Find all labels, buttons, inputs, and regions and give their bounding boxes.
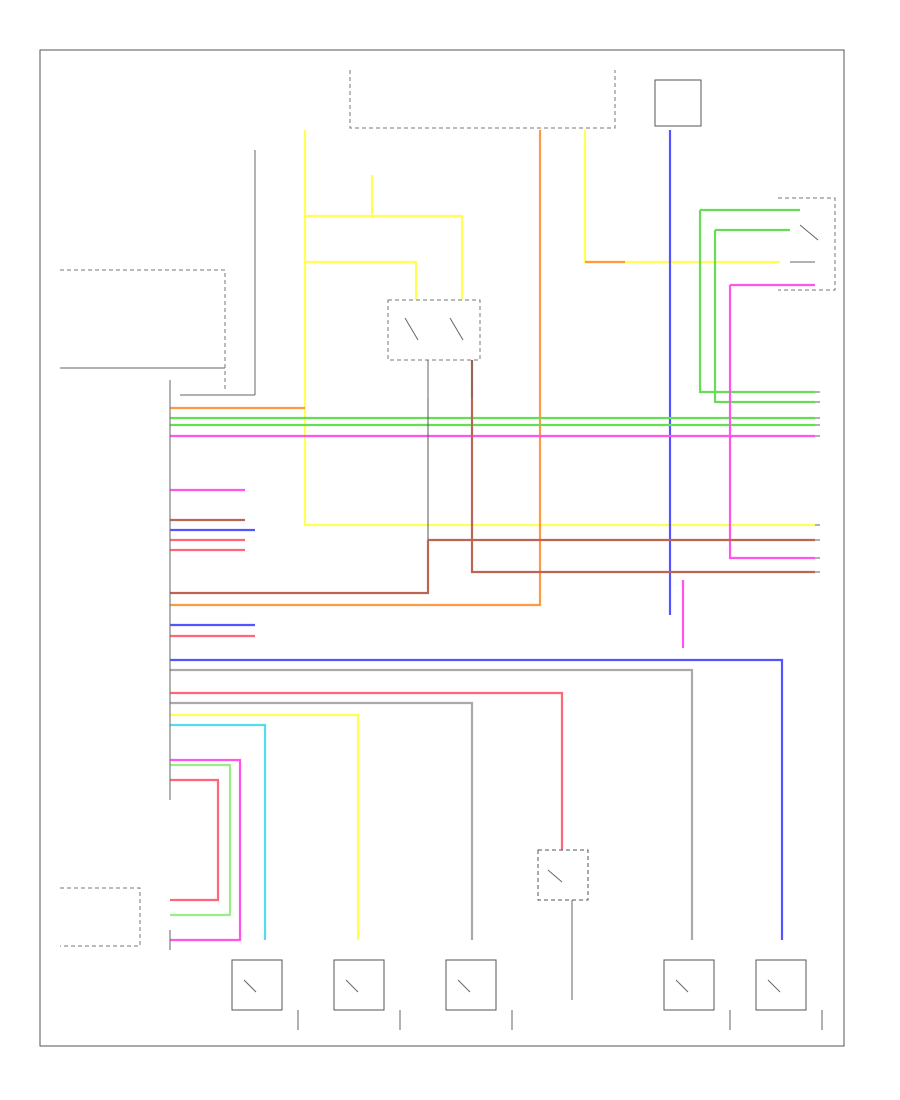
wire — [305, 260, 418, 300]
wire — [170, 778, 220, 902]
wire — [170, 658, 784, 940]
wire — [698, 210, 815, 394]
right-connector-ticks — [815, 391, 820, 573]
switch-assembly — [387, 299, 481, 398]
right-switch — [778, 197, 836, 291]
center-switch — [537, 849, 589, 1000]
wire — [303, 130, 815, 527]
wire — [170, 130, 542, 607]
wire-group — [170, 130, 815, 942]
wire — [170, 763, 232, 917]
wire — [305, 214, 464, 300]
wire — [713, 230, 815, 404]
diagram-frame — [39, 49, 845, 1047]
switch-box — [445, 959, 497, 1011]
wire — [470, 360, 815, 574]
wire — [170, 701, 474, 940]
switch-box — [231, 959, 283, 1011]
wire — [170, 540, 430, 595]
wire — [170, 723, 267, 940]
wire — [170, 691, 564, 850]
wire — [583, 130, 780, 264]
wire — [170, 758, 242, 942]
top-fuse-blocks — [180, 70, 702, 396]
switch-box — [755, 959, 807, 1011]
switch-box — [333, 959, 385, 1011]
wire — [170, 713, 360, 940]
switch-box — [663, 959, 715, 1011]
wire — [728, 285, 815, 560]
bottom-switch-row — [231, 959, 823, 1030]
wire — [170, 668, 694, 940]
left-module-outline — [60, 269, 226, 947]
